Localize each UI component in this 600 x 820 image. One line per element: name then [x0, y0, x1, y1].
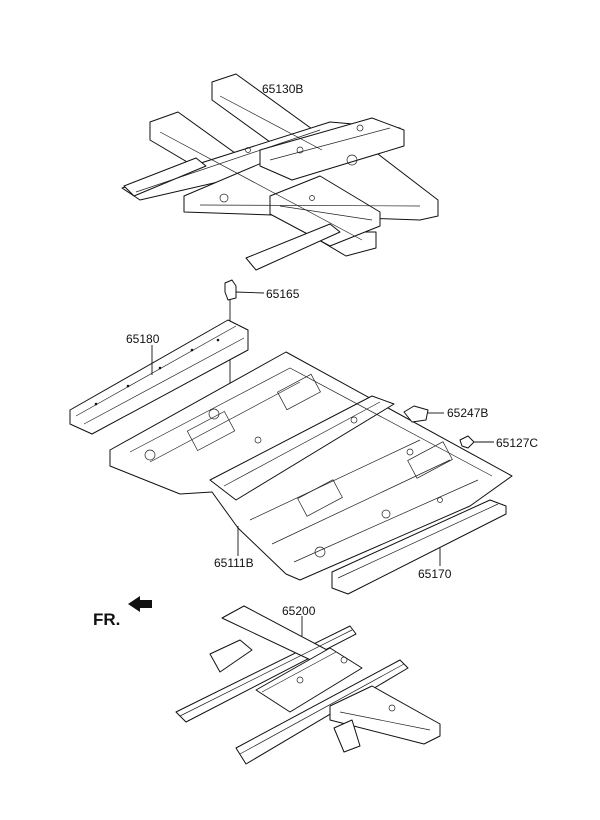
part-number-65200: 65200 [282, 604, 316, 618]
front-direction-label: FR. [93, 610, 120, 629]
front-direction-indicator: FR. [93, 596, 152, 629]
part-number-65180: 65180 [126, 332, 160, 346]
rear-frame-drawing [175, 605, 441, 765]
side-member-drawing [69, 319, 249, 435]
clip-drawing [459, 435, 494, 449]
frame-assembly-drawing [121, 73, 439, 271]
center-floor-drawing [109, 351, 513, 581]
part-number-65170: 65170 [418, 567, 452, 581]
gusset-drawing [403, 405, 444, 423]
part-number-65127c: 65127C [496, 436, 538, 450]
part-number-65111b: 65111B [214, 556, 254, 570]
part-number-65165: 65165 [266, 287, 300, 301]
front-arrow-icon [128, 596, 152, 612]
sill-reinforcement-drawing [331, 499, 507, 595]
part-number-65130b: 65130B [262, 82, 303, 96]
part-number-65247b: 65247B [447, 406, 488, 420]
